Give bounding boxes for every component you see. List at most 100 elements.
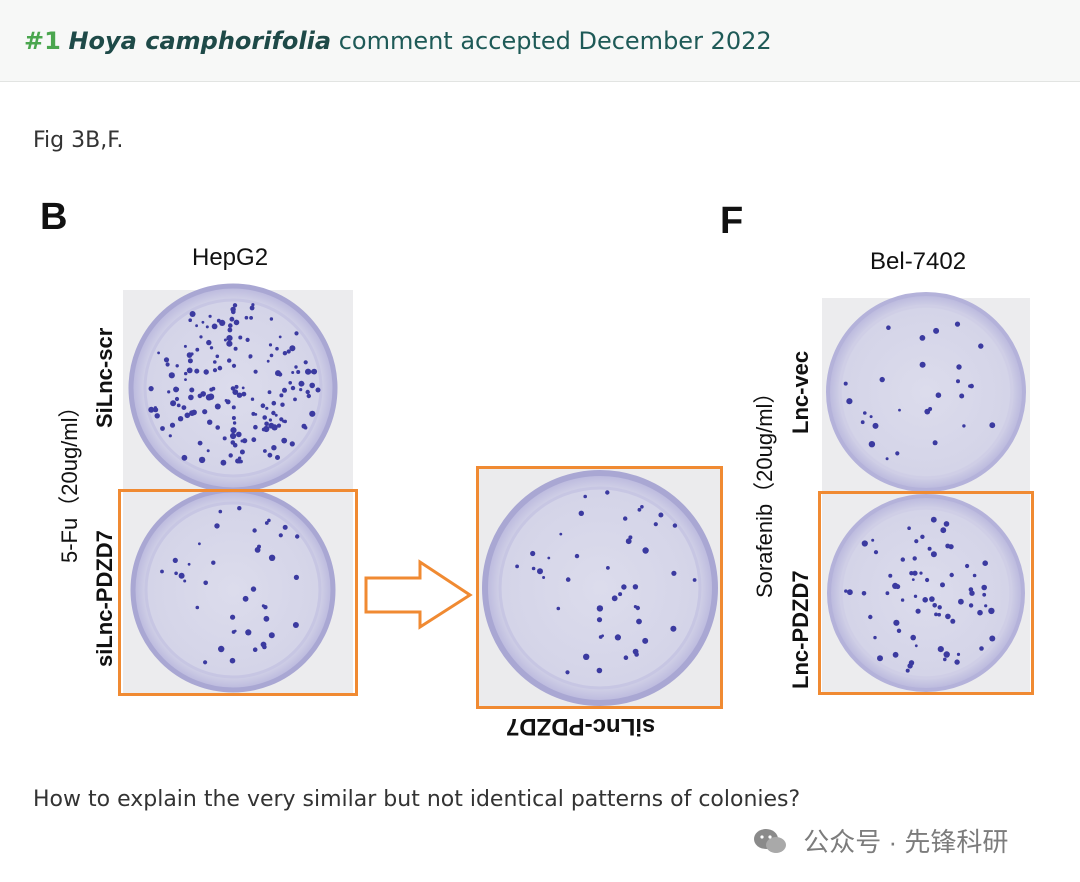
cell-line-b: HepG2: [192, 244, 269, 271]
colony-dot: [289, 441, 295, 447]
colony-dot: [915, 608, 921, 614]
colony-dot: [634, 652, 639, 657]
colony-dot: [623, 516, 628, 521]
colony-dot: [279, 393, 284, 398]
colony-dot: [299, 388, 303, 392]
highlight-box-f: [818, 491, 1034, 695]
colony-dot: [271, 410, 276, 416]
colony-dot: [692, 578, 697, 582]
colony-dot: [618, 592, 623, 597]
colony-dot: [230, 306, 236, 313]
colony-dot: [282, 351, 288, 356]
colony-dot: [877, 655, 883, 662]
colony-dot: [943, 521, 950, 527]
colony-dot: [253, 424, 258, 430]
colony-dot: [293, 397, 297, 402]
colony-dot: [635, 605, 640, 611]
colony-dot: [275, 370, 281, 377]
treatment-f: Sorafenib（20ug/ml）: [752, 381, 777, 598]
colony-dot: [672, 523, 678, 528]
colony-dot: [910, 634, 916, 641]
colony-dot: [248, 354, 253, 359]
colony-dot: [264, 521, 269, 525]
colony-dot: [309, 382, 316, 389]
colony-dot: [237, 432, 242, 437]
colony-dot: [230, 432, 237, 440]
colony-dot: [988, 607, 995, 615]
colony-dot: [968, 603, 974, 608]
colony-dot: [872, 422, 879, 429]
colony-dot: [244, 315, 249, 320]
colony-dot: [898, 408, 901, 412]
colony-dot: [969, 590, 975, 596]
colony-dot: [574, 553, 580, 559]
colony-dot: [892, 651, 899, 658]
colony-dot: [920, 534, 925, 539]
colony-dot: [211, 323, 218, 330]
colony-dot: [203, 660, 208, 665]
colony-dot: [267, 390, 272, 395]
colony-dot: [969, 383, 974, 389]
colony-dot: [294, 331, 299, 336]
colony-dot: [227, 327, 233, 333]
colony-dot: [950, 618, 956, 624]
colony-dot: [962, 424, 966, 428]
colony-dot: [900, 557, 905, 562]
colony-dot: [642, 637, 649, 644]
colony-dot: [226, 340, 233, 347]
colony-dot: [309, 410, 316, 417]
colony-dot: [940, 527, 947, 534]
treatment-b: 5-Fu（20ug/ml）: [57, 395, 82, 563]
colony-dot: [658, 512, 664, 518]
colony-dot: [929, 596, 935, 602]
colony-dot: [956, 364, 962, 370]
colony-dot: [671, 570, 677, 576]
colony-dot: [286, 349, 291, 354]
colony-dot: [170, 400, 177, 407]
colony-dot: [282, 419, 285, 423]
colony-dot: [281, 437, 288, 444]
colony-dot: [278, 533, 283, 538]
colony-dot: [228, 323, 233, 328]
highlight-box-b: [118, 489, 358, 696]
colony-dot: [168, 372, 175, 379]
colony-dot: [168, 434, 172, 438]
colony-dot: [207, 419, 213, 425]
colony-dot: [160, 426, 165, 431]
colony-dot: [240, 439, 244, 443]
colony-dot: [249, 316, 254, 320]
colony-dot: [537, 568, 543, 575]
row-label-f-bottom: Lnc-PDZD7: [788, 570, 813, 689]
colony-dot: [956, 379, 960, 384]
comment-status: comment accepted December 2022: [338, 27, 772, 55]
colony-dot: [956, 652, 961, 657]
colony-dot: [178, 572, 185, 579]
colony-dot: [886, 325, 891, 331]
colony-dot: [295, 534, 300, 539]
colony-dot: [203, 369, 209, 375]
colony-dot: [930, 551, 937, 558]
colony-dot: [278, 335, 282, 339]
colony-dot: [195, 347, 200, 352]
colony-dot: [174, 571, 178, 576]
colony-dot: [241, 386, 245, 390]
colony-dot: [169, 422, 176, 428]
colony-dot: [959, 393, 965, 399]
colony-dot: [989, 635, 996, 642]
colony-dot: [937, 646, 944, 653]
colony-dot: [201, 320, 205, 324]
figure-reference: Fig 3B,F.: [33, 128, 124, 153]
colony-dot: [233, 319, 240, 326]
cell-line-f: Bel-7402: [870, 248, 967, 275]
colony-dot: [636, 618, 642, 625]
colony-dot: [598, 635, 603, 639]
colony-dot: [873, 550, 879, 555]
colony-dot: [194, 368, 200, 374]
wechat-icon: [752, 826, 788, 863]
colony-dot: [632, 584, 639, 590]
colony-dot: [888, 573, 893, 578]
species-name[interactable]: Hoya camphorifolia: [68, 27, 332, 55]
colony-dot: [198, 542, 201, 546]
colony-dot: [294, 365, 298, 369]
colony-dot: [282, 524, 288, 530]
